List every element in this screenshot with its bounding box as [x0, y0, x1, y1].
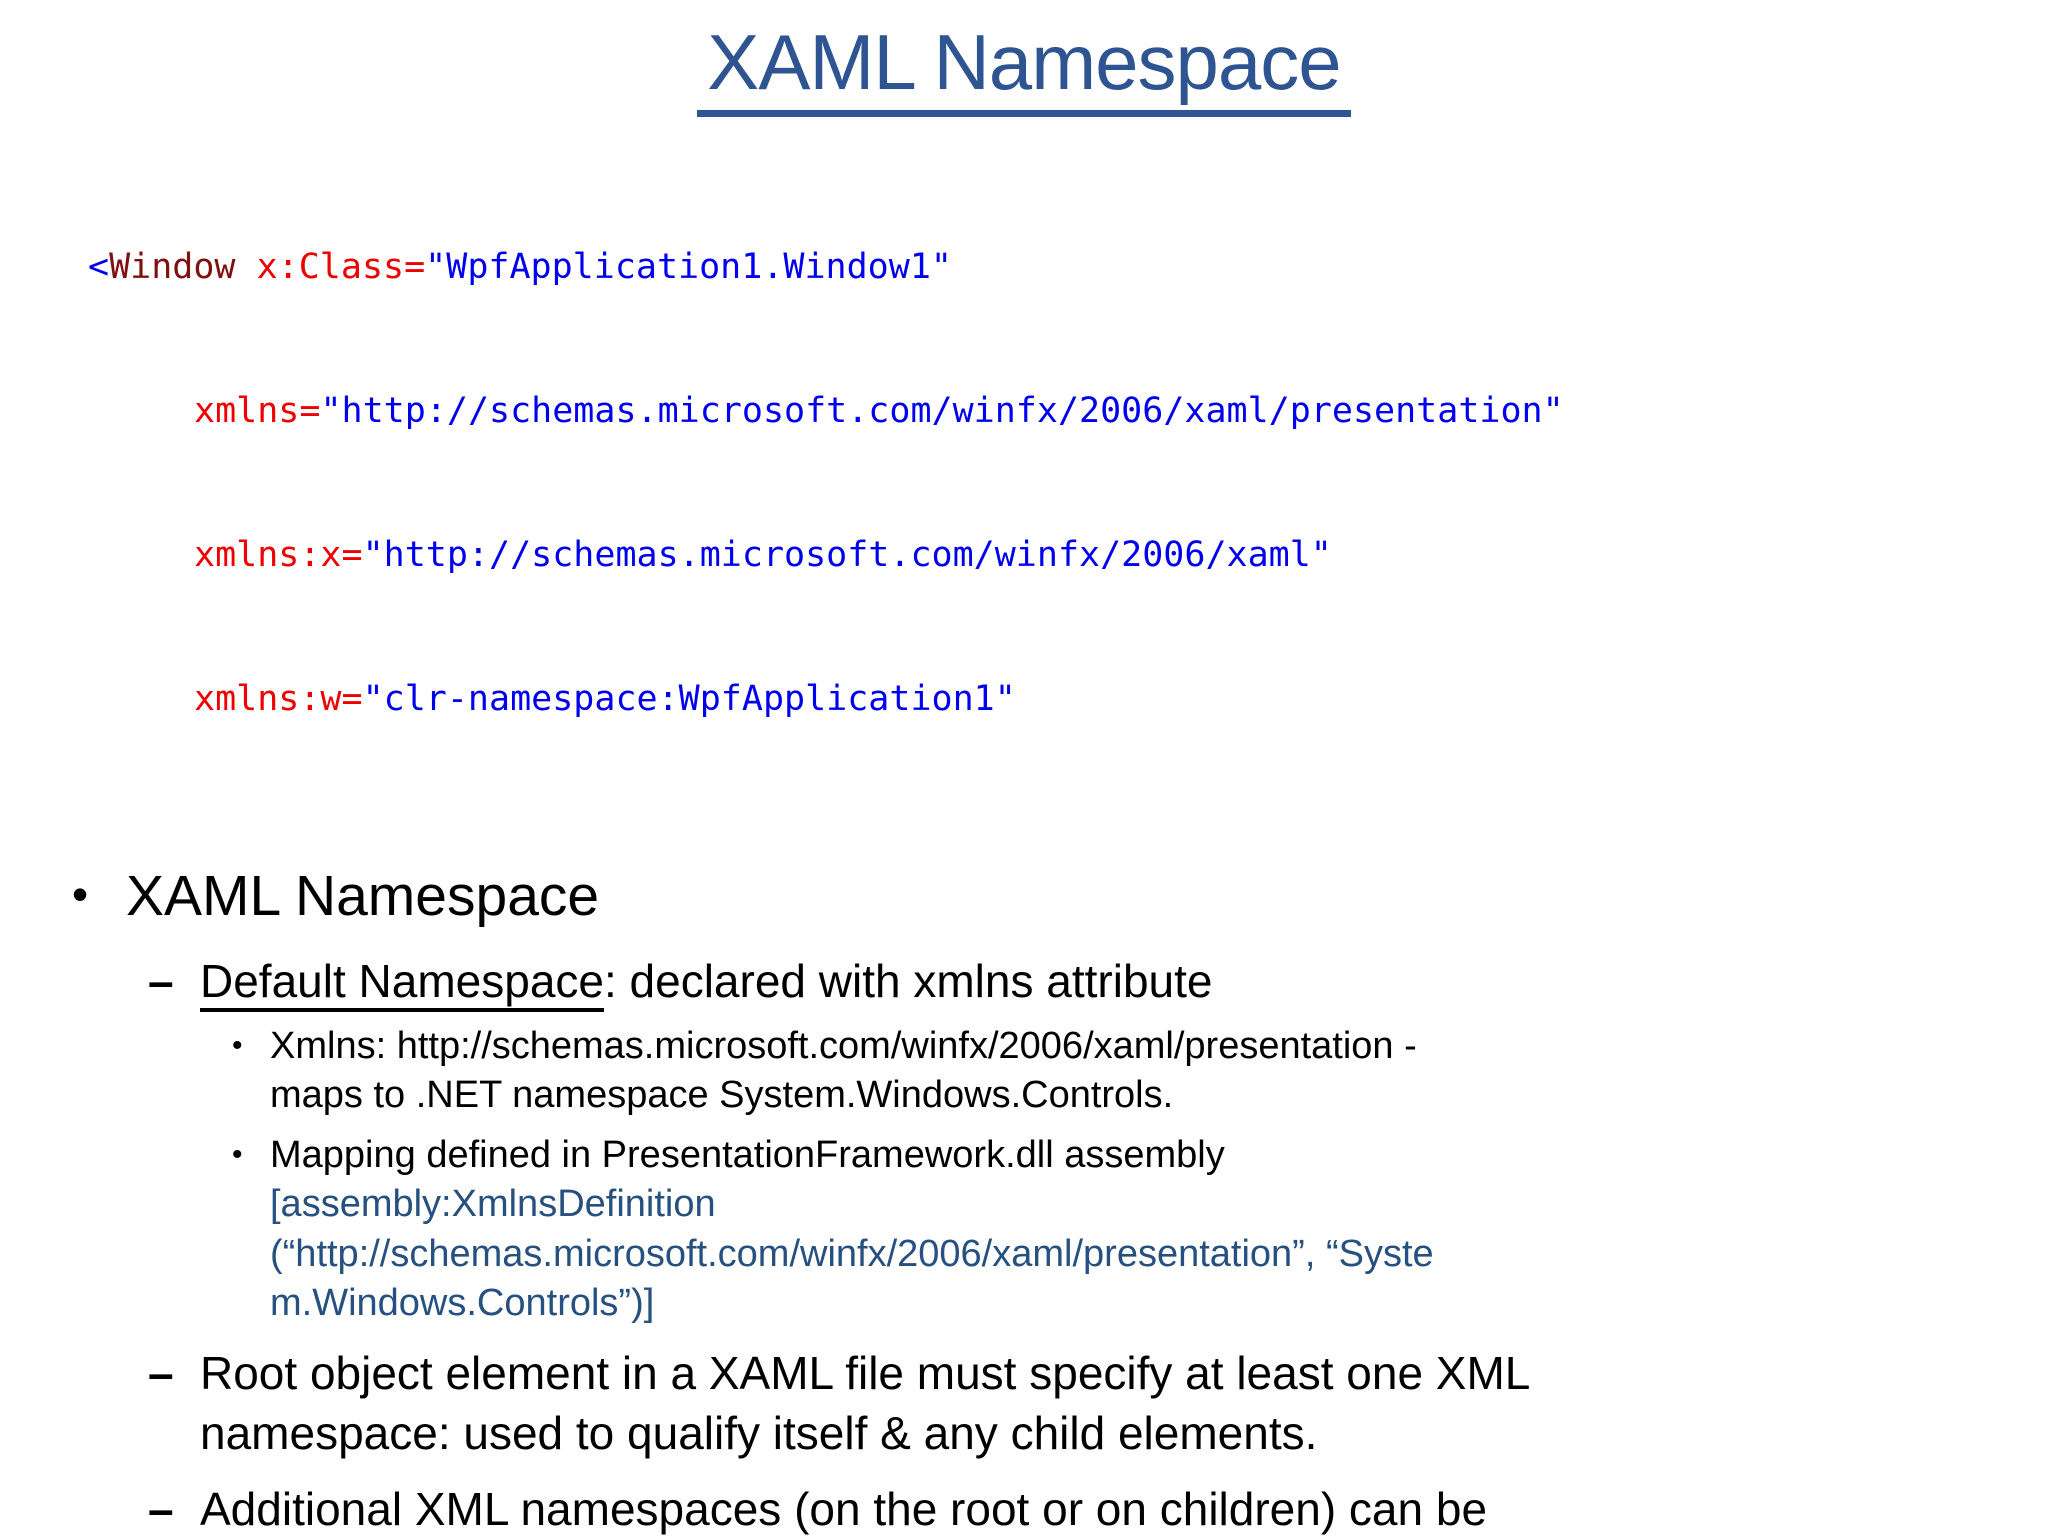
bullet-dot-icon: •: [232, 1137, 243, 1171]
bullet-text-black: Mapping defined in PresentationFramework…: [270, 1133, 1225, 1176]
slide-title: XAML Namespace: [697, 16, 1351, 118]
bullet-xaml-namespace: • XAML Namespace: [62, 861, 1990, 932]
bullet-root-object: – Root object element in a XAML file mus…: [62, 1344, 1990, 1464]
bullet-xmlns-mapping: • Xmlns: http://schemas.microsoft.com/wi…: [62, 1022, 1990, 1121]
code-value-token: "http://schemas.microsoft.com/winfx/2006…: [362, 535, 1332, 576]
bullet-mapping-assembly: • Mapping defined in PresentationFramewo…: [62, 1131, 1990, 1329]
code-angle-bracket-token: <: [88, 247, 110, 288]
bullet-outline: • XAML Namespace – Default Namespace: de…: [62, 861, 1990, 1536]
code-value-token: "clr-namespace:WpfApplication1": [362, 679, 1016, 720]
code-attr-token: xmlns=: [194, 391, 321, 432]
bullet-default-namespace: – Default Namespace: declared with xmlns…: [62, 952, 1990, 1013]
bullet-dot-icon: •: [232, 1029, 243, 1063]
underlined-term: Default Namespace: [200, 955, 604, 1013]
code-line-4: xmlns:w="clr-namespace:WpfApplication1": [88, 675, 2048, 723]
bullet-text-rest: : declared with xmlns attribute: [603, 955, 1213, 1008]
bullet-text: Root object element in a XAML file must …: [200, 1347, 1531, 1460]
code-tag-token: Window: [109, 247, 236, 288]
code-attr-token: x:Class=: [235, 247, 426, 288]
code-value-token: "WpfApplication1.Window1": [425, 247, 952, 288]
bullet-dash-icon: –: [148, 955, 174, 1008]
code-attr-token: xmlns:x=: [194, 535, 363, 576]
bullet-text: Mapping defined in PresentationFramework…: [270, 1131, 1990, 1329]
bullet-additional-namespaces: – Additional XML namespaces (on the root…: [62, 1480, 1990, 1536]
bullet-text: Additional XML namespaces (on the root o…: [200, 1483, 1488, 1536]
code-block: <Window x:Class="WpfApplication1.Window1…: [88, 147, 2048, 819]
bullet-text: Xmlns: http://schemas.microsoft.com/winf…: [270, 1025, 1417, 1117]
bullet-text: XAML Namespace: [126, 864, 600, 929]
bullet-dot-icon: •: [72, 868, 89, 921]
code-line-3: xmlns:x="http://schemas.microsoft.com/wi…: [88, 531, 2048, 579]
bullet-text: Default Namespace: declared with xmlns a…: [200, 952, 1990, 1013]
bullet-text-blue-code: [assembly:XmlnsDefinition (“http://schem…: [270, 1183, 1434, 1325]
code-line-2: xmlns="http://schemas.microsoft.com/winf…: [88, 387, 2048, 435]
code-line-1: <Window x:Class="WpfApplication1.Window1…: [88, 243, 2048, 291]
bullet-dash-icon: –: [148, 1483, 174, 1536]
code-value-token: "http://schemas.microsoft.com/winfx/2006…: [320, 391, 1564, 432]
bullet-dash-icon: –: [148, 1347, 174, 1400]
code-attr-token: xmlns:w=: [194, 679, 363, 720]
